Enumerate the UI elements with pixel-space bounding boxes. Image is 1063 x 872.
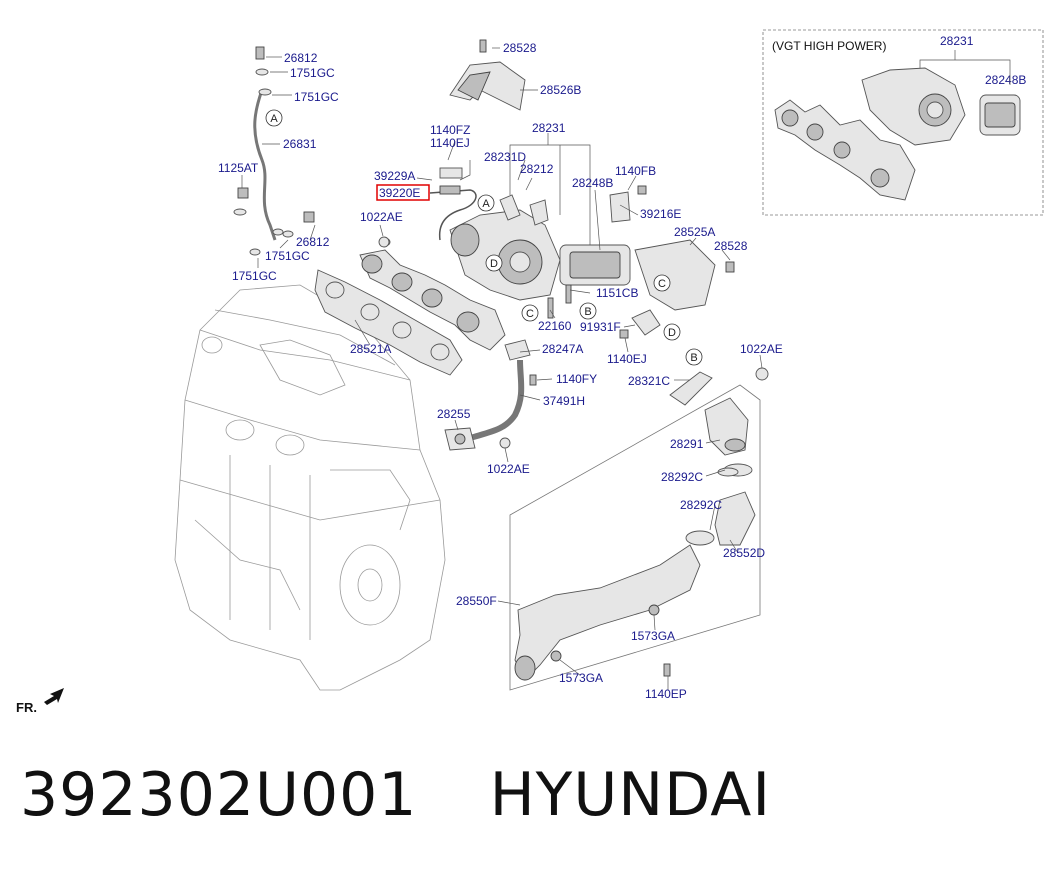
label-1140ej: 1140EJ (430, 136, 470, 150)
label-1022ae: 1022AE (487, 462, 530, 476)
svg-text:B: B (690, 352, 697, 364)
label-28212: 28212 (520, 162, 554, 176)
egr-bracket (669, 367, 769, 406)
callout-d-left: D (485, 254, 503, 272)
callout-b-right: B (685, 348, 703, 366)
svg-text:B: B (584, 306, 591, 318)
vgt-actuator (559, 185, 647, 286)
label-1573ga: 1573GA (559, 671, 603, 685)
label-28528: 28528 (714, 239, 748, 253)
small-parts (378, 236, 661, 386)
engine-block (174, 284, 446, 691)
caption-part-number: 392302U001 (20, 760, 418, 830)
svg-text:C: C (658, 278, 666, 290)
svg-text:C: C (526, 308, 534, 320)
caption-brand: HYUNDAI (489, 760, 772, 830)
callout-c-left: C (521, 304, 539, 322)
label-1140fb: 1140FB (615, 164, 656, 178)
label-28525a: 28525A (674, 225, 715, 239)
heat-shield-right (634, 239, 735, 311)
label-1140ej: 1140EJ (607, 352, 647, 366)
label-1151cb: 1151CB (596, 286, 638, 300)
label-28526b: 28526B (540, 83, 581, 97)
caption: 392302U001 HYUNDAI (20, 760, 1060, 840)
label-26812: 26812 (296, 235, 330, 249)
part-labels: 26812 1751GC 1751GC 26831 1125AT 26812 1… (218, 41, 783, 701)
label-39216e: 39216E (640, 207, 681, 221)
label-1751gc: 1751GC (294, 90, 339, 104)
egr-cooler-group (514, 397, 756, 681)
inset-label-28231: 28231 (940, 34, 974, 48)
highlighted-part-label: 39220E (376, 184, 430, 201)
label-28231: 28231 (532, 121, 566, 135)
label-28292c: 28292C (661, 470, 703, 484)
heat-shield-top (449, 39, 526, 111)
label-28521a: 28521A (350, 342, 391, 356)
oil-feed-pipe (233, 46, 315, 256)
callout-d-right: D (663, 323, 681, 341)
svg-text:A: A (270, 113, 278, 125)
label-1140fz: 1140FZ (430, 123, 470, 137)
label-28247a: 28247A (542, 342, 583, 356)
label-1022ae: 1022AE (740, 342, 783, 356)
label-22160: 22160 (538, 319, 572, 333)
callout-c-right: C (653, 274, 671, 292)
callout-a-right: A (477, 194, 495, 212)
inset-label-28248b: 28248B (985, 73, 1026, 87)
label-28528: 28528 (503, 41, 537, 55)
label-1751gc: 1751GC (265, 249, 310, 263)
inset-vgt-high-power: (VGT HIGH POWER) 28231 28248B (762, 29, 1044, 216)
label-26812: 26812 (284, 51, 318, 65)
label-1573ga: 1573GA (631, 629, 675, 643)
svg-text:D: D (490, 258, 498, 270)
label-28550f: 28550F (456, 594, 497, 608)
label-28248b: 28248B (572, 176, 613, 190)
label-1140fy: 1140FY (556, 372, 597, 386)
turbocharger (449, 194, 561, 301)
label-39220e: 39220E (379, 186, 420, 200)
callout-markers: A A B B C C D D (265, 109, 703, 366)
sensor-wire (429, 167, 477, 241)
label-1125at: 1125AT (218, 161, 259, 175)
label-37491h: 37491H (543, 394, 585, 408)
label-28321c: 28321C (628, 374, 670, 388)
label-1022ae: 1022AE (360, 210, 403, 224)
svg-text:A: A (482, 198, 490, 210)
label-1751gc: 1751GC (290, 66, 335, 80)
label-28231d: 28231D (484, 150, 526, 164)
callout-a-left: A (265, 109, 283, 127)
front-label: FR. (16, 700, 37, 715)
label-26831: 26831 (283, 137, 317, 151)
label-39229a: 39229A (374, 169, 415, 183)
label-28292c: 28292C (680, 498, 722, 512)
label-1751gc: 1751GC (232, 269, 277, 283)
callout-b-left: B (579, 302, 597, 320)
egr-pipe (444, 339, 531, 451)
label-28552d: 28552D (723, 546, 765, 560)
label-91931f: 91931F (580, 320, 621, 334)
label-1140ep: 1140EP (645, 687, 687, 701)
parts-diagram: (VGT HIGH POWER) 28231 28248B (16, 29, 1044, 715)
manifold-gasket (314, 269, 463, 376)
label-28291: 28291 (670, 437, 704, 451)
svg-text:D: D (668, 327, 676, 339)
front-arrow-icon (44, 688, 64, 705)
leader-lines (241, 47, 763, 690)
label-28255: 28255 (437, 407, 471, 421)
inset-title: (VGT HIGH POWER) (772, 39, 886, 53)
front-marker: FR. (16, 688, 64, 715)
